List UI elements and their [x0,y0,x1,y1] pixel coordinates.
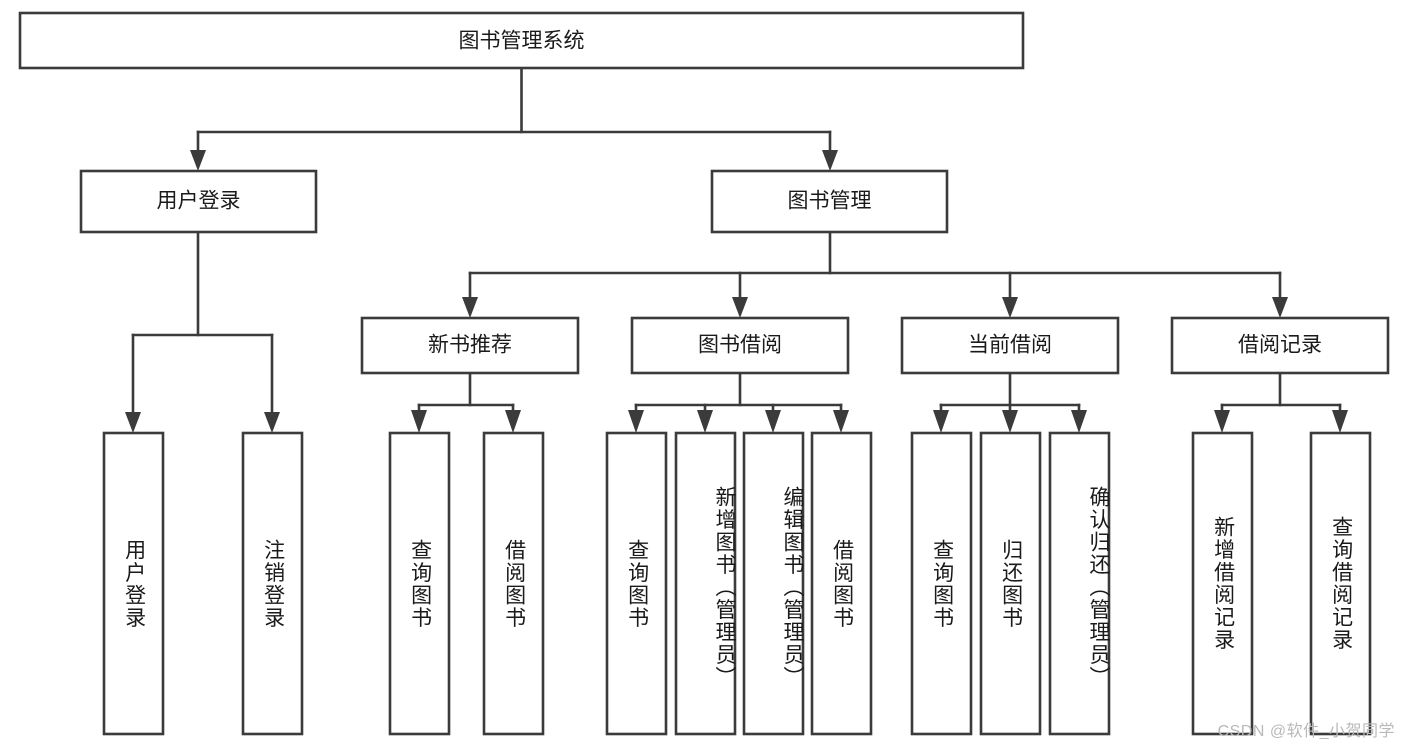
node-leaf-7-box[interactable] [742,431,805,736]
arrow-head-user-login [190,150,206,171]
arrow-head-leaf-7 [765,410,781,433]
node-user-login[interactable]: 用户登录 [79,169,318,234]
connector-layer [125,66,1348,433]
arrow-head-leaf-4 [505,410,521,433]
arrow-head-leaf-8 [833,410,849,433]
arrow-head-current-borrow [1002,297,1018,318]
node-leaf-5-box[interactable] [605,431,668,736]
arrow-head-leaf-11 [1071,410,1087,433]
arrow-head-new-book-rec [462,297,478,318]
arrow-head-book-manage [822,150,838,171]
node-root[interactable]: 图书管理系统 [18,11,1025,70]
node-user-login-label: 用户登录 [157,190,241,213]
watermark: CSDN @软件_小贺同学 [1217,723,1395,740]
node-leaf-6-box[interactable] [674,431,737,736]
node-leaf-10-box[interactable] [979,431,1042,736]
arrow-head-leaf-5 [628,410,644,433]
arrow-head-borrow-record [1272,297,1288,318]
node-leaf-2-box[interactable] [241,431,304,736]
node-book-borrow[interactable]: 图书借阅 [630,316,850,375]
node-new-book-rec[interactable]: 新书推荐 [360,316,580,375]
arrow-head-leaf-1 [125,412,141,433]
arrow-head-book-borrow [732,297,748,318]
node-new-book-rec-box[interactable] [360,316,580,375]
node-book-manage-label: 图书管理 [788,190,872,213]
arrow-head-leaf-10 [1002,410,1018,433]
node-book-manage-box[interactable] [710,169,949,234]
node-current-borrow-box[interactable] [900,316,1120,375]
arrow-head-leaf-3 [411,410,427,433]
arrow-head-leaf-6 [697,410,713,433]
node-book-borrow-box[interactable] [630,316,850,375]
node-leaf-8-box[interactable] [810,431,873,736]
node-leaf-9-box[interactable] [910,431,973,736]
node-leaf-4-box[interactable] [482,431,545,736]
node-root-box[interactable] [18,11,1025,70]
node-leaf-3-box[interactable] [388,431,451,736]
node-root-label: 图书管理系统 [459,30,585,53]
arrow-head-leaf-2 [264,412,280,433]
node-borrow-record-label: 借阅记录 [1238,334,1322,357]
node-current-borrow[interactable]: 当前借阅 [900,316,1120,375]
node-leaf-13-box[interactable] [1309,431,1372,736]
node-borrow-record-box[interactable] [1170,316,1390,375]
node-leaf-1-box[interactable] [102,431,165,736]
node-borrow-record[interactable]: 借阅记录 [1170,316,1390,375]
node-new-book-rec-label: 新书推荐 [428,334,512,357]
leaf-boxes [102,431,1372,736]
node-leaf-11-box[interactable] [1048,431,1111,736]
node-book-manage[interactable]: 图书管理 [710,169,949,234]
arrow-head-leaf-12 [1214,410,1230,433]
node-leaf-12-box[interactable] [1191,431,1254,736]
node-current-borrow-label: 当前借阅 [968,334,1052,357]
node-book-borrow-label: 图书借阅 [698,334,782,357]
arrow-head-leaf-13 [1332,410,1348,433]
arrow-head-leaf-9 [933,410,949,433]
node-user-login-box[interactable] [79,169,318,234]
